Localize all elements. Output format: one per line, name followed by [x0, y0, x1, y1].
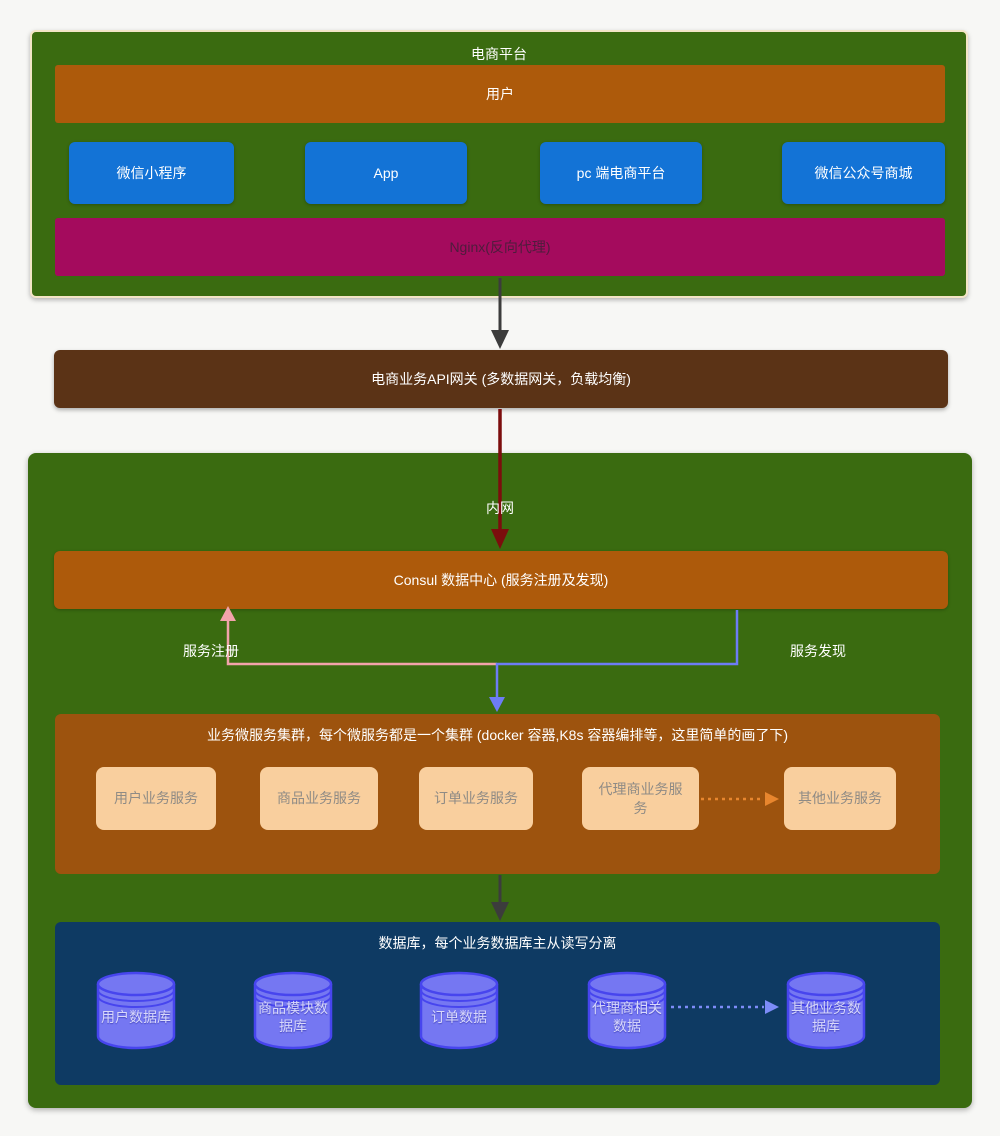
service-user: 用户业务服务: [96, 767, 216, 830]
microservices-cluster-title: 业务微服务集群，每个微服务都是一个集群 (docker 容器,K8s 容器编排等…: [206, 727, 789, 743]
microservices-cluster-group: 业务微服务集群，每个微服务都是一个集群 (docker 容器,K8s 容器编排等…: [55, 714, 940, 874]
service-agent: 代理商业务服务: [582, 767, 699, 830]
nginx-reverse-proxy-bar: Nginx(反向代理): [55, 218, 945, 276]
arrowhead-nginx-to-gateway: [491, 330, 509, 349]
consul-datacenter-bar: Consul 数据中心 (服务注册及发现): [54, 551, 948, 609]
database-cylinder-icon: [587, 971, 667, 1050]
database-cylinder-icon: [96, 971, 176, 1050]
db-cylinder-other: 其他业务数据库: [784, 968, 868, 1054]
service-register-label: 服务注册: [183, 643, 239, 659]
client-app: App: [305, 142, 467, 204]
database-title: 数据库，每个业务数据库主从读写分离: [378, 935, 617, 951]
db-cylinder-agent: 代理商相关数据: [585, 968, 669, 1054]
platform-group: 电商平台 用户 微信小程序 App pc 端电商平台 微信公众号商城 Nginx…: [30, 30, 968, 298]
client-wechat-official-mall: 微信公众号商城: [782, 142, 945, 204]
database-cylinder-icon: [419, 971, 499, 1050]
db-cylinder-product: 商品模块数据库: [251, 968, 335, 1054]
database-cylinder-icon: [253, 971, 333, 1050]
service-product: 商品业务服务: [260, 767, 378, 830]
db-label-agent: 代理商相关数据: [592, 999, 662, 1034]
user-bar: 用户: [55, 65, 945, 123]
service-order: 订单业务服务: [419, 767, 533, 830]
db-cylinder-user: 用户数据库: [94, 968, 178, 1054]
db-label-product: 商品模块数据库: [258, 999, 328, 1034]
db-label-order: 订单数据: [431, 1008, 487, 1025]
database-group: 数据库，每个业务数据库主从读写分离 用户数据库 商品模块数据库: [55, 922, 940, 1085]
client-wechat-miniprogram: 微信小程序: [69, 142, 234, 204]
intranet-label: 内网: [486, 500, 514, 516]
service-other: 其他业务服务: [784, 767, 896, 830]
platform-title: 电商平台: [471, 46, 527, 62]
api-gateway-bar: 电商业务API网关 (多数据网关，负载均衡): [54, 350, 948, 408]
db-label-user: 用户数据库: [101, 1008, 171, 1025]
service-discovery-label: 服务发现: [790, 643, 846, 659]
db-label-other: 其他业务数据库: [791, 999, 861, 1034]
client-pc-web: pc 端电商平台: [540, 142, 702, 204]
database-cylinder-icon: [786, 971, 866, 1050]
db-cylinder-order: 订单数据: [417, 968, 501, 1054]
intranet-group: Consul 数据中心 (服务注册及发现) 服务注册 服务发现 业务微服务集群，…: [28, 453, 972, 1108]
